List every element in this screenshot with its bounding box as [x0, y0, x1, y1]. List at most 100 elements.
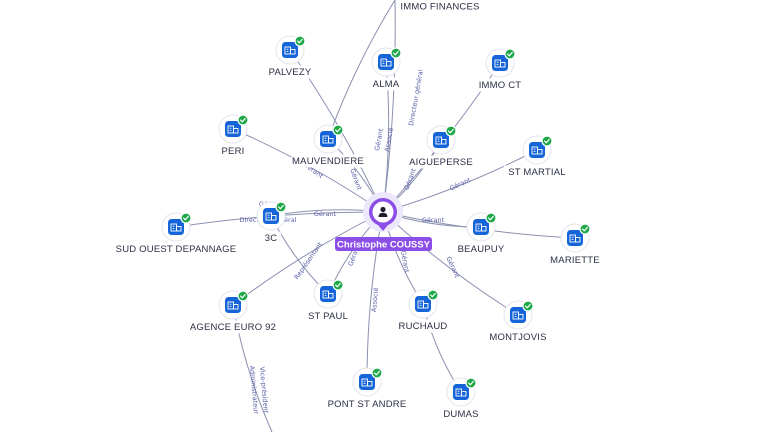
company-node[interactable]: PONT ST ANDRE — [324, 367, 410, 411]
verified-check-icon — [294, 35, 306, 47]
company-name: MAUVENDIERE — [292, 156, 364, 167]
company-node[interactable]: PALVEZY — [265, 35, 315, 79]
label-background — [407, 155, 475, 169]
company-name: AGENCE EURO 92 — [190, 322, 276, 333]
edge-label: Gérant — [399, 250, 411, 274]
label-background — [265, 65, 315, 79]
building-icon — [265, 212, 277, 221]
building-icon — [322, 135, 334, 144]
verified-check-icon — [427, 289, 439, 301]
center-label-pill — [335, 237, 432, 251]
company-node[interactable]: AIGUEPERSE — [407, 125, 475, 169]
label-background — [475, 78, 525, 92]
relation-edge — [382, 211, 519, 316]
company-name: SUD OUEST DEPANNAGE — [116, 244, 237, 255]
company-name: MARIETTE — [550, 255, 600, 266]
building-icon — [531, 146, 543, 155]
verified-check-icon — [371, 367, 383, 379]
relation-edge — [327, 0, 396, 140]
label-background — [261, 231, 281, 245]
building-icon — [569, 234, 581, 243]
center-name: Christophe COUSSY — [337, 239, 431, 250]
company-node[interactable]: SUD OUEST DEPANNAGE — [115, 212, 237, 256]
company-node[interactable]: DUMAS — [442, 377, 480, 421]
edge-label: Gérant — [422, 216, 445, 224]
company-name: ALMA — [373, 79, 400, 90]
company-name: PALVEZY — [269, 67, 312, 78]
edge-label: Gérant — [373, 128, 385, 152]
company-name: RUCHAUD — [399, 321, 448, 332]
verified-check-icon — [485, 212, 497, 224]
company-name: BEAUPUY — [458, 244, 505, 255]
edge-label: Associé — [370, 287, 380, 312]
relation-edge — [366, 211, 384, 383]
verified-check-icon — [237, 114, 249, 126]
verified-check-icon — [465, 377, 477, 389]
building-icon — [227, 301, 239, 310]
building-icon — [417, 300, 429, 309]
building-icon — [227, 125, 239, 134]
company-node[interactable]: MONTJOVIS — [487, 300, 549, 344]
center-person[interactable]: Christophe COUSSY — [335, 192, 432, 251]
label-background — [456, 242, 506, 256]
label-background — [370, 77, 402, 91]
relation-edge — [382, 0, 396, 213]
company-node[interactable]: IMMO FINANCES — [397, 0, 483, 13]
label-background — [547, 253, 603, 267]
company-node[interactable]: MARIETTE — [547, 223, 603, 267]
company-node[interactable]: MAUVENDIERE — [291, 124, 365, 168]
company-node[interactable]: ALMA — [370, 47, 402, 91]
edge-label: Gérant — [314, 210, 337, 218]
edge-label: Associé — [383, 127, 395, 153]
building-icon — [435, 136, 447, 145]
verified-check-icon — [237, 290, 249, 302]
verified-check-icon — [541, 135, 553, 147]
label-background — [398, 319, 448, 333]
label-background — [291, 154, 365, 168]
building-icon — [170, 223, 182, 232]
company-node[interactable]: AGENCE EURO 92 — [187, 290, 279, 334]
label-background — [397, 0, 483, 13]
label-background — [303, 309, 353, 323]
verified-check-icon — [579, 223, 591, 235]
building-icon — [475, 223, 487, 232]
company-node[interactable]: ST MARTIAL — [503, 135, 571, 179]
label-background — [115, 242, 237, 256]
building-icon — [512, 311, 524, 320]
label-background — [442, 407, 480, 421]
company-name: ST MARTIAL — [508, 167, 566, 178]
edge-label: Gérant — [444, 255, 461, 279]
company-node[interactable]: BEAUPUY — [456, 212, 506, 256]
company-name: 3C — [265, 233, 278, 244]
company-node[interactable]: RUCHAUD — [398, 289, 448, 333]
company-name: PERI — [222, 146, 245, 157]
edge-label: Gérant — [403, 167, 418, 191]
company-name: IMMO CT — [479, 80, 522, 91]
building-icon — [284, 46, 296, 55]
edge-label: Directeur général — [407, 69, 425, 127]
edge-label: Gérant — [448, 176, 472, 193]
verified-check-icon — [275, 201, 287, 213]
verified-check-icon — [180, 212, 192, 224]
building-icon — [322, 290, 334, 299]
edge-label: Gérant — [348, 167, 363, 191]
company-node[interactable]: 3C — [256, 201, 287, 245]
relation-edge — [232, 304, 273, 432]
edge-label: Administrateur — [248, 365, 260, 414]
label-background — [324, 397, 410, 411]
building-icon — [455, 388, 467, 397]
verified-check-icon — [332, 279, 344, 291]
company-node[interactable]: ST PAUL — [303, 279, 353, 323]
person-icon — [378, 206, 388, 217]
company-node[interactable]: PERI — [217, 114, 249, 158]
company-name: IMMO FINANCES — [400, 2, 479, 13]
building-icon — [361, 378, 373, 387]
verified-check-icon — [332, 124, 344, 136]
company-node[interactable]: IMMO CT — [475, 48, 525, 92]
company-name: MONTJOVIS — [489, 332, 546, 343]
label-background — [217, 144, 249, 158]
label-background — [487, 330, 549, 344]
building-icon — [494, 59, 506, 68]
verified-check-icon — [504, 48, 516, 60]
